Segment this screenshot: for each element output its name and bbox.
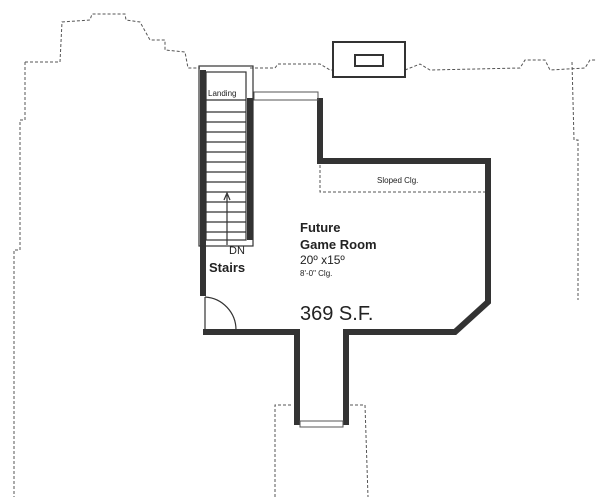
landing-label: Landing: [208, 89, 236, 98]
stairs-label: Stairs: [209, 260, 245, 275]
room-name-line2: Game Room: [300, 237, 377, 252]
stairs: [198, 65, 254, 247]
stairs-direction-label: DN: [229, 245, 245, 257]
sloped-ceiling-label: Sloped Clg.: [377, 176, 418, 185]
walls: [200, 70, 491, 425]
chimney: [332, 41, 406, 78]
door[interactable]: [204, 296, 237, 331]
ceiling-height: 8'-0" Clg.: [300, 269, 332, 278]
room-name-line1: Future: [300, 220, 340, 235]
lower-floor-outline: [13, 13, 596, 497]
area-label: 369 S.F.: [300, 303, 373, 325]
railing: [253, 91, 344, 428]
room-dimensions: 20º x15º: [300, 253, 345, 267]
